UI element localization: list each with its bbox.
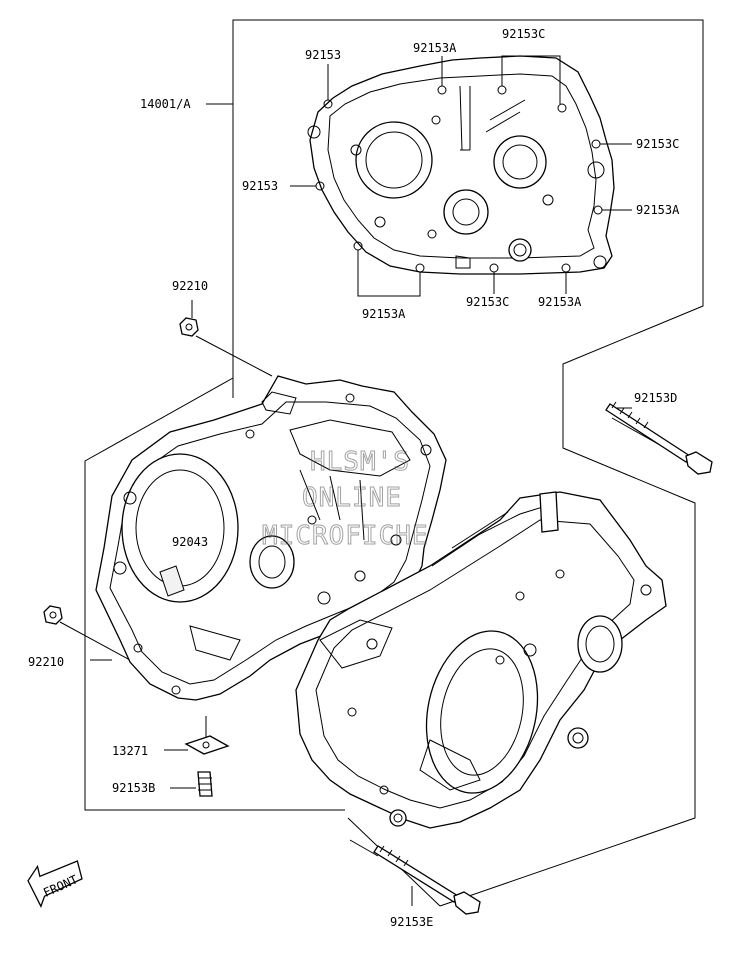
watermark-line-1: HLSM'S xyxy=(310,447,410,477)
callout-92153c-bottom: 92153C xyxy=(466,295,509,309)
callout-92153a-bottom: 92153A xyxy=(362,307,406,321)
watermark: HLSM'S ONLINE MICROFICHE xyxy=(262,447,429,552)
callout-92043: 92043 xyxy=(172,535,208,549)
callout-92153-top: 92153 xyxy=(305,48,341,62)
bolt-92153d xyxy=(605,401,713,475)
callout-92210-left: 92210 xyxy=(28,655,64,669)
bolt-92153e xyxy=(373,845,481,915)
bolt-92153b xyxy=(197,771,213,797)
crankcase-half-right xyxy=(295,491,667,829)
callout-labels: 14001/A 92153 92153A 92153C 92153C 92153… xyxy=(28,27,680,929)
callout-92153-left: 92153 xyxy=(242,179,278,193)
crankcase-half-top xyxy=(307,55,615,275)
callout-14001a: 14001/A xyxy=(140,97,191,111)
callout-92153e: 92153E xyxy=(390,915,433,929)
callout-92153a-top: 92153A xyxy=(413,41,457,55)
callout-92153c-top: 92153C xyxy=(502,27,545,41)
callout-92153a-right: 92153A xyxy=(636,203,680,217)
callout-92210-top: 92210 xyxy=(172,279,208,293)
callout-92153c-right: 92153C xyxy=(636,137,679,151)
nut-92210-left xyxy=(43,605,63,625)
bracket-13271 xyxy=(184,735,230,755)
front-direction-arrow: FRONT xyxy=(27,860,83,908)
callout-13271: 13271 xyxy=(112,744,148,758)
callout-92153b: 92153B xyxy=(112,781,155,795)
watermark-line-2: ONLINE xyxy=(302,483,402,513)
nut-92210-top xyxy=(179,317,199,337)
callout-92153d: 92153D xyxy=(634,391,677,405)
callout-92153a-bottom2: 92153A xyxy=(538,295,582,309)
watermark-line-3: MICROFICHE xyxy=(262,521,429,551)
